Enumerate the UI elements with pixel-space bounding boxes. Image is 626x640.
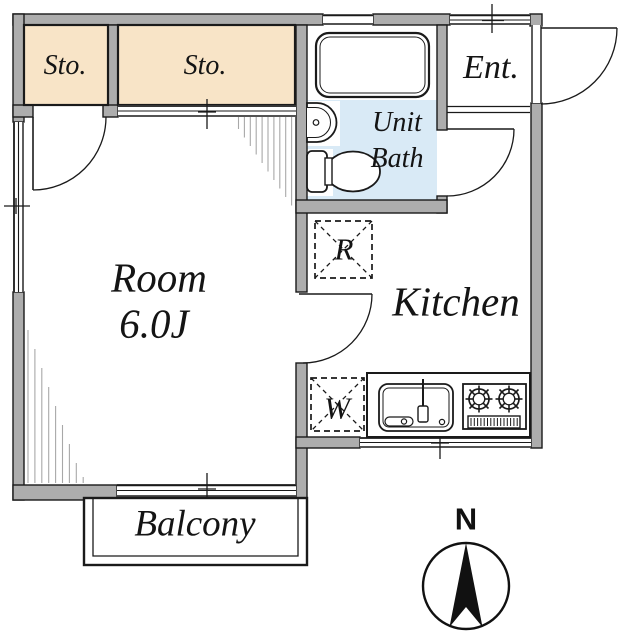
storage-right-box — [116, 23, 297, 107]
bath-sink-icon — [306, 102, 338, 143]
label-unit-bath-2: Bath — [370, 143, 424, 174]
label-room-size: 6.0J — [119, 300, 189, 347]
window-balcony — [117, 473, 296, 503]
kitchen-door — [299, 293, 373, 364]
stove-grill — [467, 415, 521, 429]
window-entrance-top — [450, 4, 530, 33]
refrigerator-box — [314, 220, 373, 279]
storage-left-box — [22, 23, 110, 107]
kitchen-sink-icon — [378, 379, 454, 432]
compass — [421, 541, 511, 631]
stove-burner-right — [495, 385, 523, 413]
label-kitchen: Kitchen — [392, 278, 520, 325]
label-unit-bath-1: Unit — [372, 107, 422, 138]
window-storage-bottom — [118, 99, 296, 129]
washer-box — [310, 377, 365, 432]
compass-needle-icon — [449, 543, 483, 627]
label-storage-left: Sto. — [43, 50, 87, 81]
label-room-name: Room — [111, 254, 207, 301]
label-washer: W — [324, 390, 350, 426]
label-compass-north: N — [454, 501, 478, 537]
walls — [12, 13, 543, 501]
window-left-wall — [4, 122, 30, 292]
label-refrigerator: R — [334, 231, 354, 267]
label-storage-right: Sto. — [183, 50, 227, 81]
entrance-step-line — [447, 105, 530, 114]
toilet-icon — [306, 150, 381, 193]
bath-door — [446, 128, 515, 197]
bathtub-icon — [314, 31, 431, 99]
sloped-ceiling-hatch-bottom-left — [27, 330, 84, 483]
stove-icon — [462, 383, 527, 430]
balcony-outline — [82, 496, 309, 567]
entrance-door-opening — [531, 25, 542, 103]
storage-door — [32, 116, 107, 191]
window-bath-top — [323, 14, 373, 25]
entrance-door — [540, 27, 618, 105]
sloped-ceiling-hatch-top-right — [237, 117, 293, 206]
label-entrance: Ent. — [463, 49, 519, 86]
label-balcony: Balcony — [134, 503, 256, 545]
stove-burner-left — [465, 385, 493, 413]
